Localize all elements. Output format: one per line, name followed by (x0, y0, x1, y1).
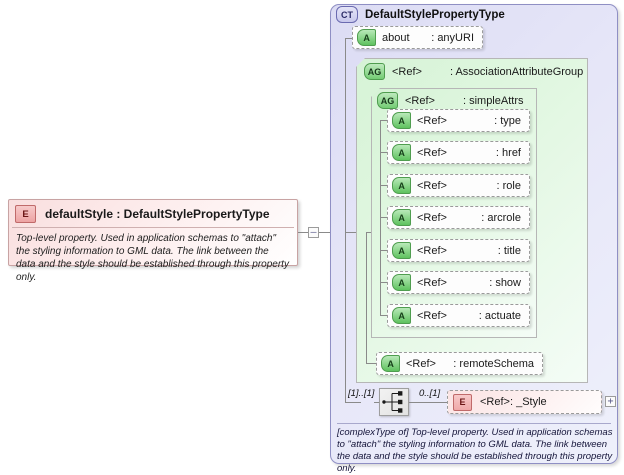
attribute-name: <Ref> (417, 211, 447, 224)
attributegroup-badge-icon: AG (377, 92, 398, 109)
complextype-title: DefaultStylePropertyType (365, 8, 505, 21)
attribute-row[interactable]: A <Ref> : title (387, 239, 530, 262)
branch-to-about (345, 38, 357, 39)
branch-to-attr-show (380, 282, 390, 283)
attributegroup-badge-icon: AG (364, 63, 385, 80)
attribute-row[interactable]: A <Ref> : arcrole (387, 206, 530, 229)
attribute-type: : type (494, 114, 521, 127)
attribute-name: <Ref> (417, 146, 447, 159)
style-ref-type: : _Style (509, 396, 547, 408)
attribute-type: : href (495, 146, 521, 159)
simple-attrs-type: : simpleAttrs (462, 94, 524, 107)
attribute-name: <Ref> (417, 276, 447, 289)
branch-to-attr-arcrole (380, 217, 390, 218)
attribute-badge-icon: A (357, 29, 376, 46)
association-group-name: <Ref> (392, 65, 422, 78)
connector-sequence-to-style-ref (409, 402, 447, 403)
attribute-row[interactable]: A <Ref> : actuate (387, 304, 530, 327)
default-style-element-title: defaultStyle : DefaultStylePropertyType (45, 207, 270, 221)
branch-to-attr-href (380, 152, 390, 153)
branch-to-attr-title (380, 250, 390, 251)
remote-schema-type: : remoteSchema (453, 357, 534, 370)
complextype-annotation-divider (337, 423, 611, 424)
attribute-badge-icon: A (392, 144, 411, 161)
branch-to-sequence (345, 402, 361, 403)
attribute-row[interactable]: A <Ref> : role (387, 174, 530, 197)
simple-attrs-group-header[interactable]: AG <Ref> : simpleAttrs (377, 92, 523, 109)
attribute-name: <Ref> (417, 179, 447, 192)
attribute-badge-icon: A (392, 274, 411, 291)
branch-to-attr-type (380, 120, 390, 121)
attribute-about-name: about (382, 31, 410, 44)
branch-to-attr-actuate (380, 315, 390, 316)
cardinality-right: 0..[1] (419, 388, 441, 399)
branch-to-association-group (345, 232, 359, 233)
element-header-divider (12, 227, 294, 228)
connector-trunk-to-sequence-icon (374, 402, 379, 403)
simple-attrs-name: <Ref> (405, 94, 435, 107)
attribute-badge-icon: A (392, 112, 411, 129)
attribute-type: : show (489, 276, 521, 289)
attribute-name: <Ref> (417, 244, 447, 257)
element-badge-icon: E (453, 393, 472, 411)
attribute-badge-icon: A (381, 355, 400, 372)
branch-to-remote-schema (366, 363, 379, 364)
attribute-badge-icon: A (392, 242, 411, 259)
default-style-element-header: E defaultStyle : DefaultStylePropertyTyp… (9, 200, 297, 227)
sequence-glyph (382, 391, 403, 413)
attribute-type: : title (497, 244, 521, 257)
attribute-about-type: : anyURI (431, 31, 474, 44)
sequence-compositor-icon[interactable] (379, 388, 409, 416)
attribute-type: : actuate (478, 309, 521, 322)
attribute-badge-icon: A (392, 177, 411, 194)
attribute-type: : arcrole (481, 211, 521, 224)
cardinality-left: [1]..[1] (348, 388, 375, 399)
attribute-row[interactable]: A <Ref> : show (387, 271, 530, 294)
collapse-toggle-button[interactable]: – (308, 227, 319, 238)
branch-to-attr-role (380, 185, 390, 186)
attribute-row[interactable]: A <Ref> : type (387, 109, 530, 132)
style-ref-name: <Ref> (480, 396, 510, 408)
association-group-type: : AssociationAttributeGroup (449, 65, 584, 78)
attribute-type: : role (496, 179, 521, 192)
attribute-badge-icon: A (392, 209, 411, 226)
complextype-badge-icon: CT (336, 6, 358, 23)
association-attribute-group-header[interactable]: AG <Ref> : AssociationAttributeGroup (364, 63, 583, 80)
default-style-element-box[interactable]: E defaultStyle : DefaultStylePropertyTyp… (8, 199, 298, 283)
attribute-name: <Ref> (417, 309, 447, 322)
association-group-trunk (366, 232, 367, 363)
remote-schema-name: <Ref> (406, 357, 436, 370)
complextype-attribute-trunk (345, 38, 346, 403)
element-badge-icon: E (15, 205, 36, 223)
attribute-badge-icon: A (392, 307, 411, 324)
default-style-annotation: Top-level property. Used in application … (16, 233, 289, 283)
attribute-about[interactable]: A about : anyURI (352, 26, 483, 49)
complextype-header: CT DefaultStylePropertyType (336, 6, 505, 23)
expand-toggle-button[interactable]: + (605, 396, 616, 407)
attribute-name: <Ref> (417, 114, 447, 127)
attribute-remote-schema[interactable]: A <Ref> : remoteSchema (376, 352, 543, 375)
style-element-reference[interactable]: E <Ref> : _Style (447, 390, 602, 414)
attribute-row[interactable]: A <Ref> : href (387, 141, 530, 164)
connector-element-to-toggle (298, 232, 308, 233)
